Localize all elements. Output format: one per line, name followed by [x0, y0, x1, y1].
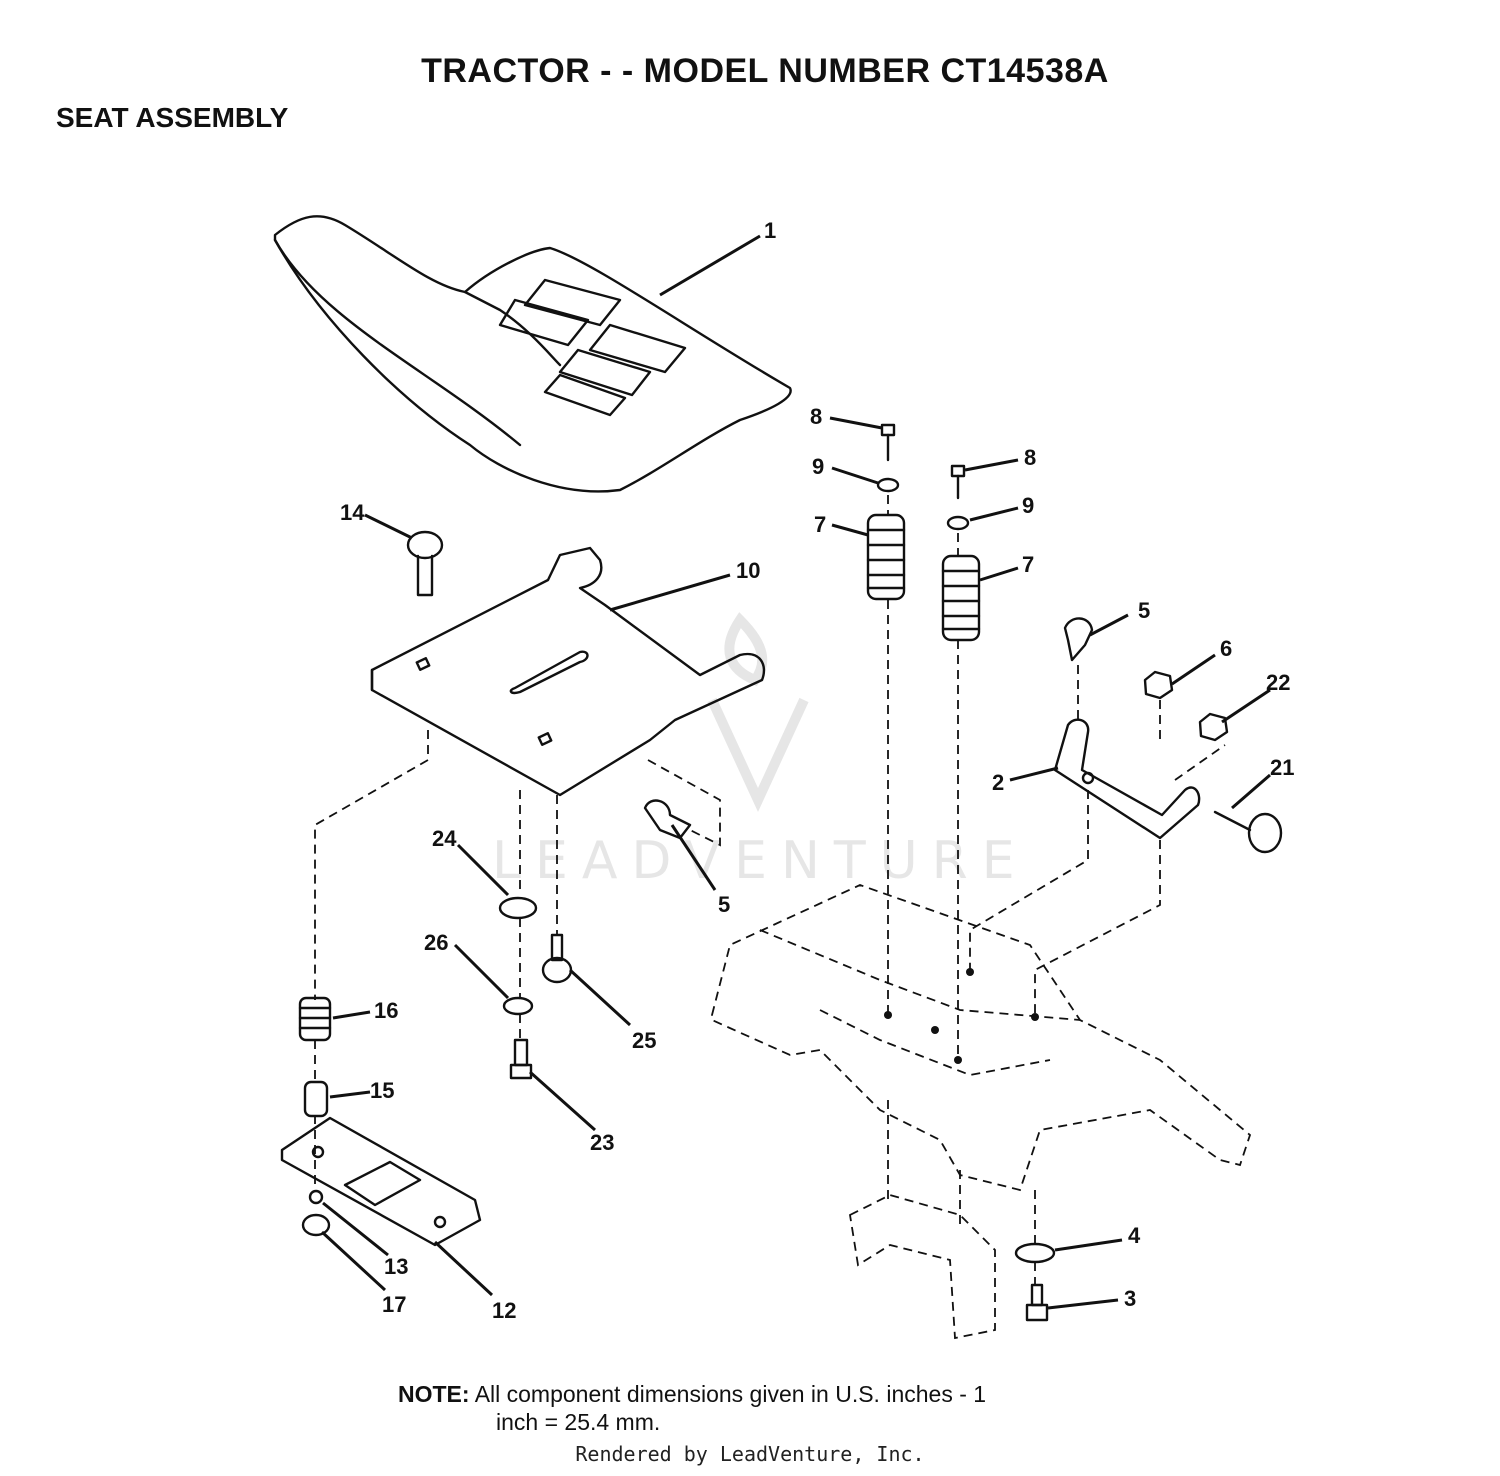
bolt-3-part — [1025, 1283, 1049, 1322]
watermark-logo — [707, 612, 809, 812]
callout-5-right: 5 — [1138, 598, 1150, 623]
fender-outline — [711, 884, 1252, 1340]
washer-24-part — [498, 896, 538, 920]
nut-6-part — [1143, 670, 1174, 700]
callout-21: 21 — [1270, 755, 1294, 780]
spring-7-right-part — [941, 554, 981, 642]
callout-13: 13 — [384, 1254, 408, 1279]
callout-2: 2 — [992, 770, 1004, 795]
callout-17: 17 — [382, 1292, 406, 1317]
slide-rail-12-part — [280, 1116, 482, 1247]
callout-1: 1 — [764, 218, 776, 243]
callout-26: 26 — [424, 930, 448, 955]
bolt-8-right-part — [950, 464, 966, 500]
note-label: NOTE: — [398, 1381, 470, 1407]
nut-13-part — [308, 1189, 324, 1205]
callout-12: 12 — [492, 1298, 516, 1323]
diagram-title: TRACTOR - - MODEL NUMBER CT14538A — [421, 52, 1109, 90]
rendered-by-footer: Rendered by LeadVenture, Inc. — [575, 1442, 925, 1466]
knob-5-right-part — [1063, 617, 1094, 662]
dimension-note: NOTE: All component dimensions given in … — [398, 1380, 986, 1436]
bolt-25-part — [541, 933, 573, 984]
callout-25: 25 — [632, 1028, 656, 1053]
callout-15: 15 — [370, 1078, 394, 1103]
note-line-2: inch = 25.4 mm. — [496, 1409, 661, 1435]
callout-24: 24 — [432, 826, 457, 851]
callout-7-right: 7 — [1022, 552, 1034, 577]
nut-22-part — [1198, 712, 1229, 742]
seat-part — [273, 215, 792, 493]
callout-9-left: 9 — [812, 454, 824, 479]
callout-8-left: 8 — [810, 404, 822, 429]
bolt-21-part — [1213, 810, 1283, 854]
callout-14: 14 — [340, 500, 365, 525]
washer-17-part — [301, 1213, 331, 1237]
spacer-15-part — [303, 1080, 329, 1118]
callout-16: 16 — [374, 998, 398, 1023]
note-line-1: All component dimensions given in U.S. i… — [474, 1381, 987, 1407]
spring-7-left-part — [866, 513, 906, 601]
bolt-23-part — [509, 1038, 533, 1080]
alignment-lines — [314, 495, 1226, 1285]
callout-10: 10 — [736, 558, 760, 583]
diagram-subtitle: SEAT ASSEMBLY — [56, 102, 289, 133]
callout-6: 6 — [1220, 636, 1232, 661]
carriage-bolt-14-part — [406, 530, 444, 597]
washer-9-left-part — [876, 477, 900, 493]
watermark: LEADVENTURE — [492, 831, 1029, 891]
spring-16-part — [298, 996, 332, 1042]
washer-26-part — [502, 996, 534, 1016]
seat-pan-part — [370, 546, 766, 797]
callout-7-left: 7 — [814, 512, 826, 537]
callout-5-left: 5 — [718, 892, 730, 917]
knob-5-left-part — [643, 799, 692, 840]
bolt-8-left-part — [880, 423, 896, 462]
callout-22: 22 — [1266, 670, 1290, 695]
callout-9-right: 9 — [1022, 493, 1034, 518]
leader-lines — [320, 234, 1271, 1310]
callout-8-right: 8 — [1024, 445, 1036, 470]
bracket-2-part — [1053, 718, 1201, 840]
callout-3: 3 — [1124, 1286, 1136, 1311]
callout-23: 23 — [590, 1130, 614, 1155]
washer-9-right-part — [946, 515, 970, 531]
washer-4-part — [1014, 1242, 1056, 1264]
callout-4: 4 — [1128, 1223, 1141, 1248]
